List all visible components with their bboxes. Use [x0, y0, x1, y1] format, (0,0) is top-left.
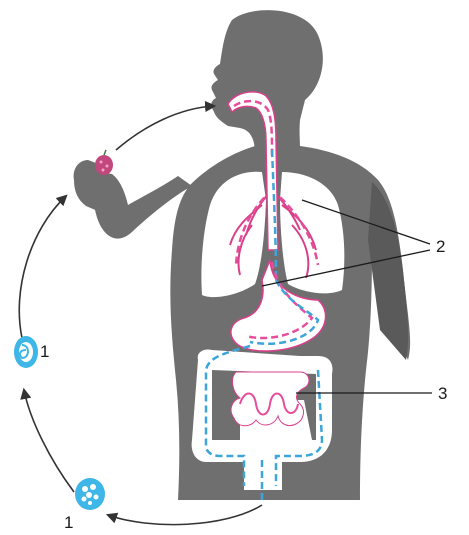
fruit: [95, 150, 113, 175]
label-egg-lower: 1: [64, 514, 73, 531]
right-arm: [368, 182, 408, 360]
label-lungs: 2: [436, 238, 445, 255]
arrow-egg-to-egg: [24, 390, 74, 492]
label-egg-upper: 1: [40, 343, 49, 360]
egg-upper: [14, 336, 38, 368]
arrow-egg-to-hand: [19, 196, 66, 338]
arrow-fruit-to-mouth: [116, 106, 214, 150]
egg-lower: [75, 478, 105, 510]
arrow-body-to-egg: [108, 505, 262, 525]
label-intestine: 3: [438, 385, 447, 402]
fruit-body: [95, 155, 113, 175]
